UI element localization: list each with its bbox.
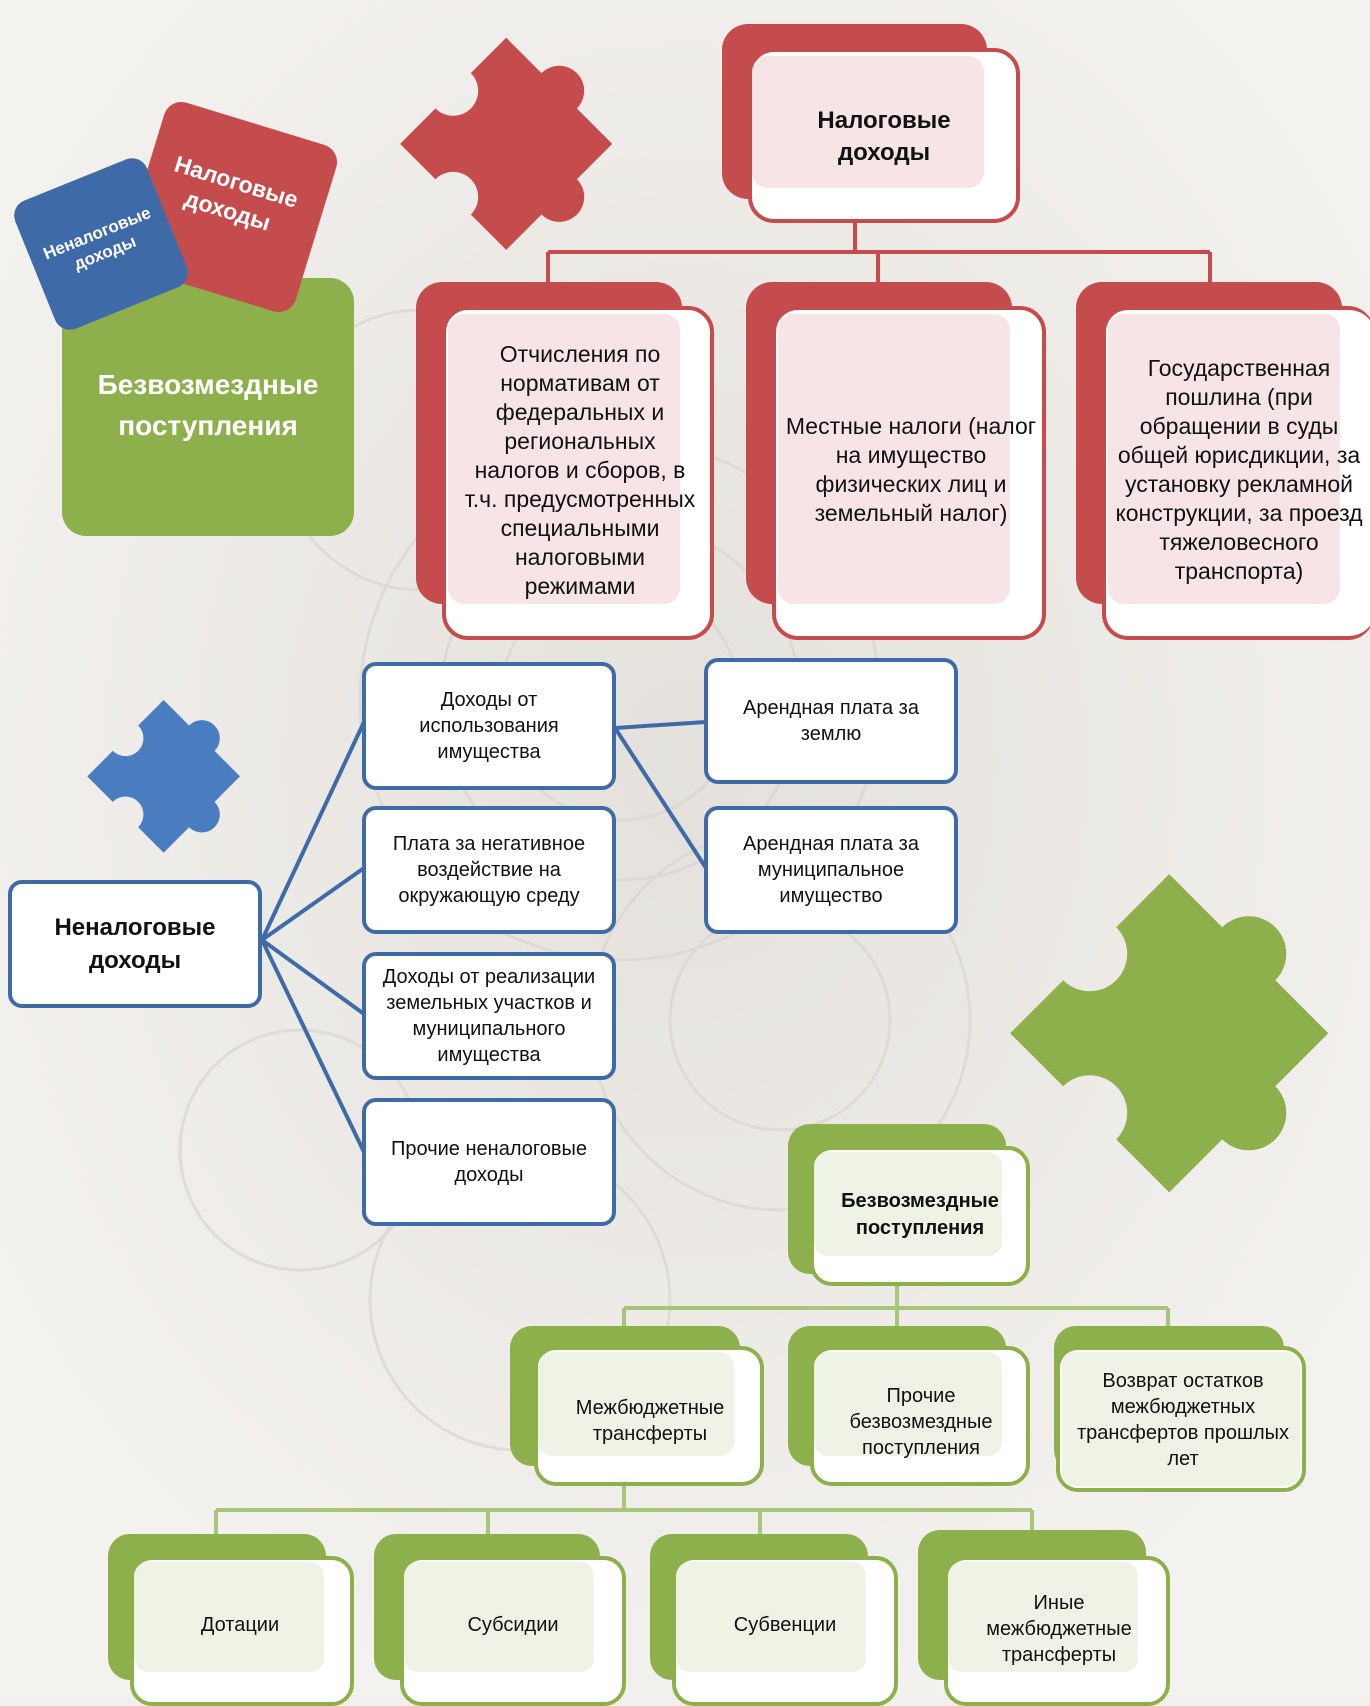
transfer-subventions: Субвенции <box>733 1614 837 1636</box>
gratuitous-item-refunds: Возврат остатков межбюджетных трансферто… <box>1076 1370 1290 1470</box>
transfer-subsidies-equalization: Дотации <box>200 1614 280 1636</box>
blue-puzzle-icon <box>87 699 241 853</box>
gratuitous-item-inner <box>814 1352 1002 1456</box>
tax-item-federal-regional: Отчисления по нормативам от федеральных … <box>464 340 696 599</box>
tax-item-inner <box>448 314 680 604</box>
tax-title-inner <box>752 56 984 188</box>
transfer-inner <box>676 1562 866 1672</box>
nontax-title: Неналоговые доходы <box>8 880 262 1008</box>
legend-gratuitous-card <box>62 278 354 536</box>
gratuitous-item-other: Прочие безвозмездные поступления <box>849 1385 993 1459</box>
transfer-inner <box>404 1562 594 1672</box>
gratuitous-item-inner <box>538 1352 734 1456</box>
gratuitous-item-transfers: Межбюджетные трансферты <box>575 1397 725 1445</box>
gratuitous-title-inner <box>814 1152 1002 1256</box>
legend-gratuitous-label: Безвозмездные поступления <box>97 369 319 441</box>
gratuitous-item-inner <box>1062 1352 1300 1486</box>
transfer-inner <box>134 1562 324 1672</box>
nontax-sub-land-rent: Арендная плата за землю <box>704 658 958 784</box>
nontax-item-sale-income: Доходы от реализации земельных участков … <box>362 952 616 1080</box>
nontax-item-environment-fee: Плата за негативное воздействие на окруж… <box>362 806 616 934</box>
red-puzzle-icon <box>400 37 613 250</box>
green-puzzle-icon <box>1010 874 1329 1193</box>
tax-item-state-duty: Государственная пошлина (при обращении в… <box>1115 355 1363 584</box>
nontax-item-other: Прочие неналоговые доходы <box>362 1098 616 1226</box>
gratuitous-title: Безвозмездные поступления <box>841 1190 999 1239</box>
nontax-sub-property-rent: Арендная плата за муниципальное имуществ… <box>704 806 958 934</box>
tax-title: Налоговые доходы <box>817 107 951 166</box>
tax-item-local-taxes: Местные налоги (налог на имущество физич… <box>785 413 1037 526</box>
tax-item-inner <box>778 314 1010 604</box>
tax-item-inner <box>1108 314 1340 604</box>
transfer-subsidies: Субсидии <box>467 1614 559 1636</box>
transfer-other: Иные межбюджетные трансферты <box>986 1592 1132 1666</box>
transfer-inner <box>948 1562 1138 1672</box>
nontax-item-property-income: Доходы от использования имущества <box>362 662 616 790</box>
